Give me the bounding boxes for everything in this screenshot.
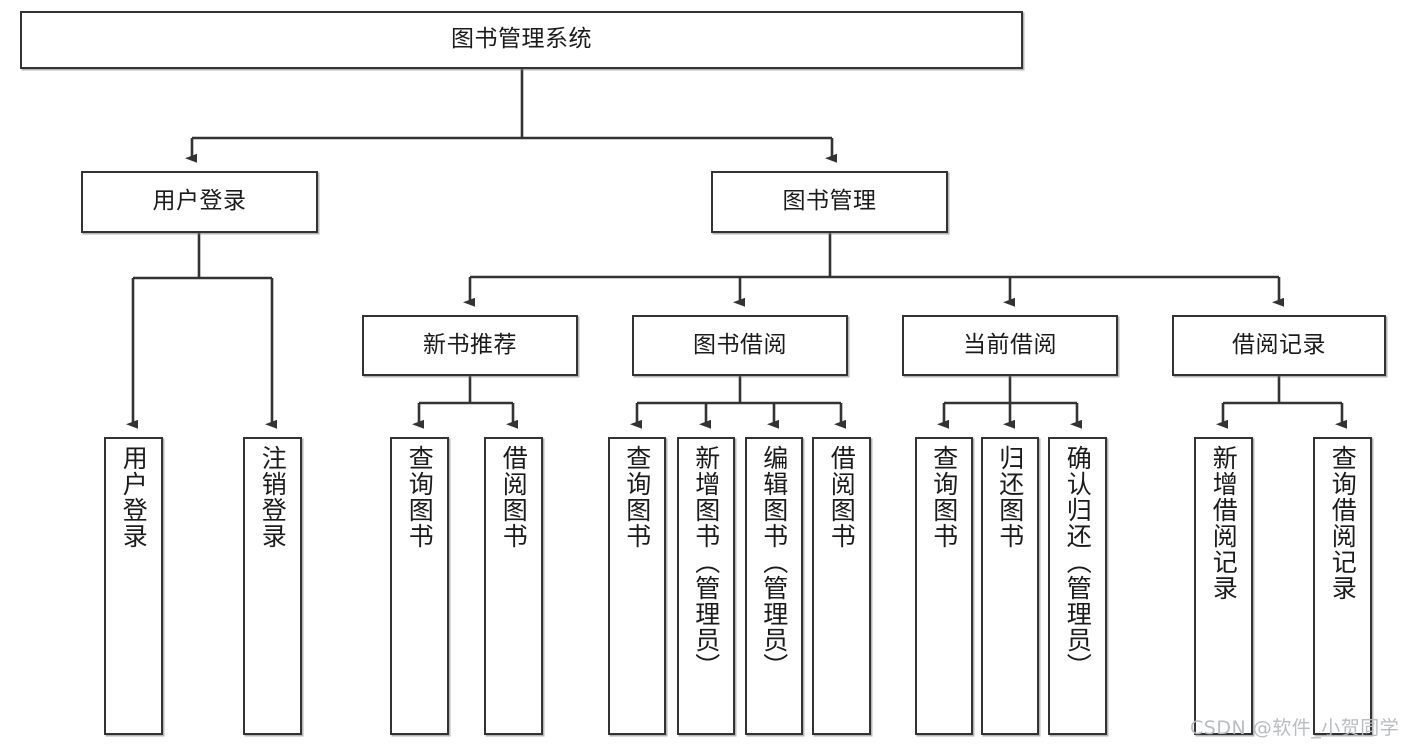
node-current-borrow[interactable]: 当前借阅 (902, 315, 1118, 376)
node-label: 图书管理 (782, 188, 877, 215)
node-borrow-record[interactable]: 借阅记录 (1172, 315, 1386, 376)
node-label: 确认归还（管理员） (1063, 445, 1093, 679)
node-label: 归还图书 (995, 445, 1025, 549)
node-user-login[interactable]: 用户登录 (81, 171, 318, 233)
node-label: 用户登录 (152, 188, 247, 215)
node-label: 查询图书 (929, 445, 959, 549)
node-label: 注销登录 (258, 445, 288, 549)
watermark: CSDN @软件_小贺同学 (1190, 717, 1400, 739)
node-label: 借阅图书 (499, 445, 529, 549)
node-label: 查询图书 (405, 445, 435, 549)
node-book-management[interactable]: 图书管理 (711, 171, 948, 233)
node-label: 编辑图书（管理员） (759, 445, 789, 679)
node-leaf-confirm-return-admin[interactable]: 确认归还（管理员） (1048, 437, 1107, 735)
node-new-book-recommend[interactable]: 新书推荐 (362, 315, 578, 376)
node-label: 用户登录 (119, 445, 149, 549)
node-label: 图书借阅 (693, 331, 787, 358)
node-book-borrow[interactable]: 图书借阅 (632, 315, 848, 376)
node-label: 查询图书 (622, 445, 652, 549)
node-leaf-user-login[interactable]: 用户登录 (104, 437, 163, 735)
node-label: 借阅记录 (1232, 331, 1326, 358)
node-leaf-query-book-current[interactable]: 查询图书 (915, 437, 973, 735)
node-leaf-logout[interactable]: 注销登录 (243, 437, 302, 735)
node-leaf-query-book-borrow[interactable]: 查询图书 (608, 437, 666, 735)
node-label: 新增借阅记录 (1209, 445, 1239, 601)
node-leaf-edit-book-admin[interactable]: 编辑图书（管理员） (745, 437, 803, 735)
node-leaf-return-book[interactable]: 归还图书 (981, 437, 1039, 735)
node-label: 当前借阅 (963, 331, 1057, 358)
node-label: 借阅图书 (827, 445, 857, 549)
node-leaf-borrow-book[interactable]: 借阅图书 (812, 437, 871, 735)
node-leaf-query-borrow-record[interactable]: 查询借阅记录 (1313, 437, 1372, 735)
node-leaf-add-book-admin[interactable]: 新增图书（管理员） (677, 437, 735, 735)
node-label: 新书推荐 (423, 331, 517, 358)
node-label: 图书管理系统 (451, 26, 592, 53)
node-leaf-borrow-book-new[interactable]: 借阅图书 (484, 437, 543, 735)
node-leaf-query-book-new[interactable]: 查询图书 (390, 437, 449, 735)
node-label: 查询借阅记录 (1328, 445, 1358, 601)
node-label: 新增图书（管理员） (691, 445, 721, 679)
node-leaf-add-borrow-record[interactable]: 新增借阅记录 (1194, 437, 1253, 735)
node-root-book-management-system[interactable]: 图书管理系统 (20, 11, 1023, 69)
